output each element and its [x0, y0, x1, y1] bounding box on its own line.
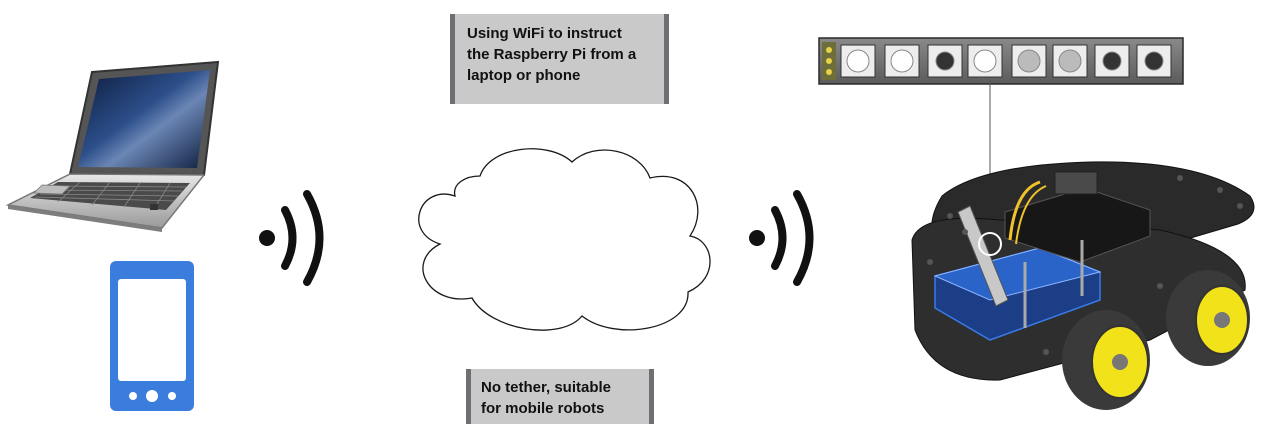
led-strip-icon: [818, 37, 1184, 234]
smartphone-icon: [110, 261, 194, 411]
wifi-note: Using WiFi to instruct the Raspberry Pi …: [450, 14, 669, 104]
cloud-icon: [418, 148, 711, 331]
wifi-signal-icon-left: [259, 190, 324, 286]
wifi-note-line-2: the Raspberry Pi from a: [467, 46, 637, 63]
wifi-note-line-1: Using WiFi to instruct: [467, 25, 622, 42]
tether-note: No tether, suitable for mobile robots: [466, 369, 654, 424]
tether-note-line-2: for mobile robots: [481, 400, 605, 417]
robot-car-icon: [911, 161, 1255, 410]
wifi-signal-icon-right: [749, 190, 814, 286]
wifi-note-line-3: laptop or phone: [467, 67, 581, 84]
tether-note-line-1: No tether, suitable: [481, 379, 612, 396]
laptop-icon: [5, 60, 220, 232]
